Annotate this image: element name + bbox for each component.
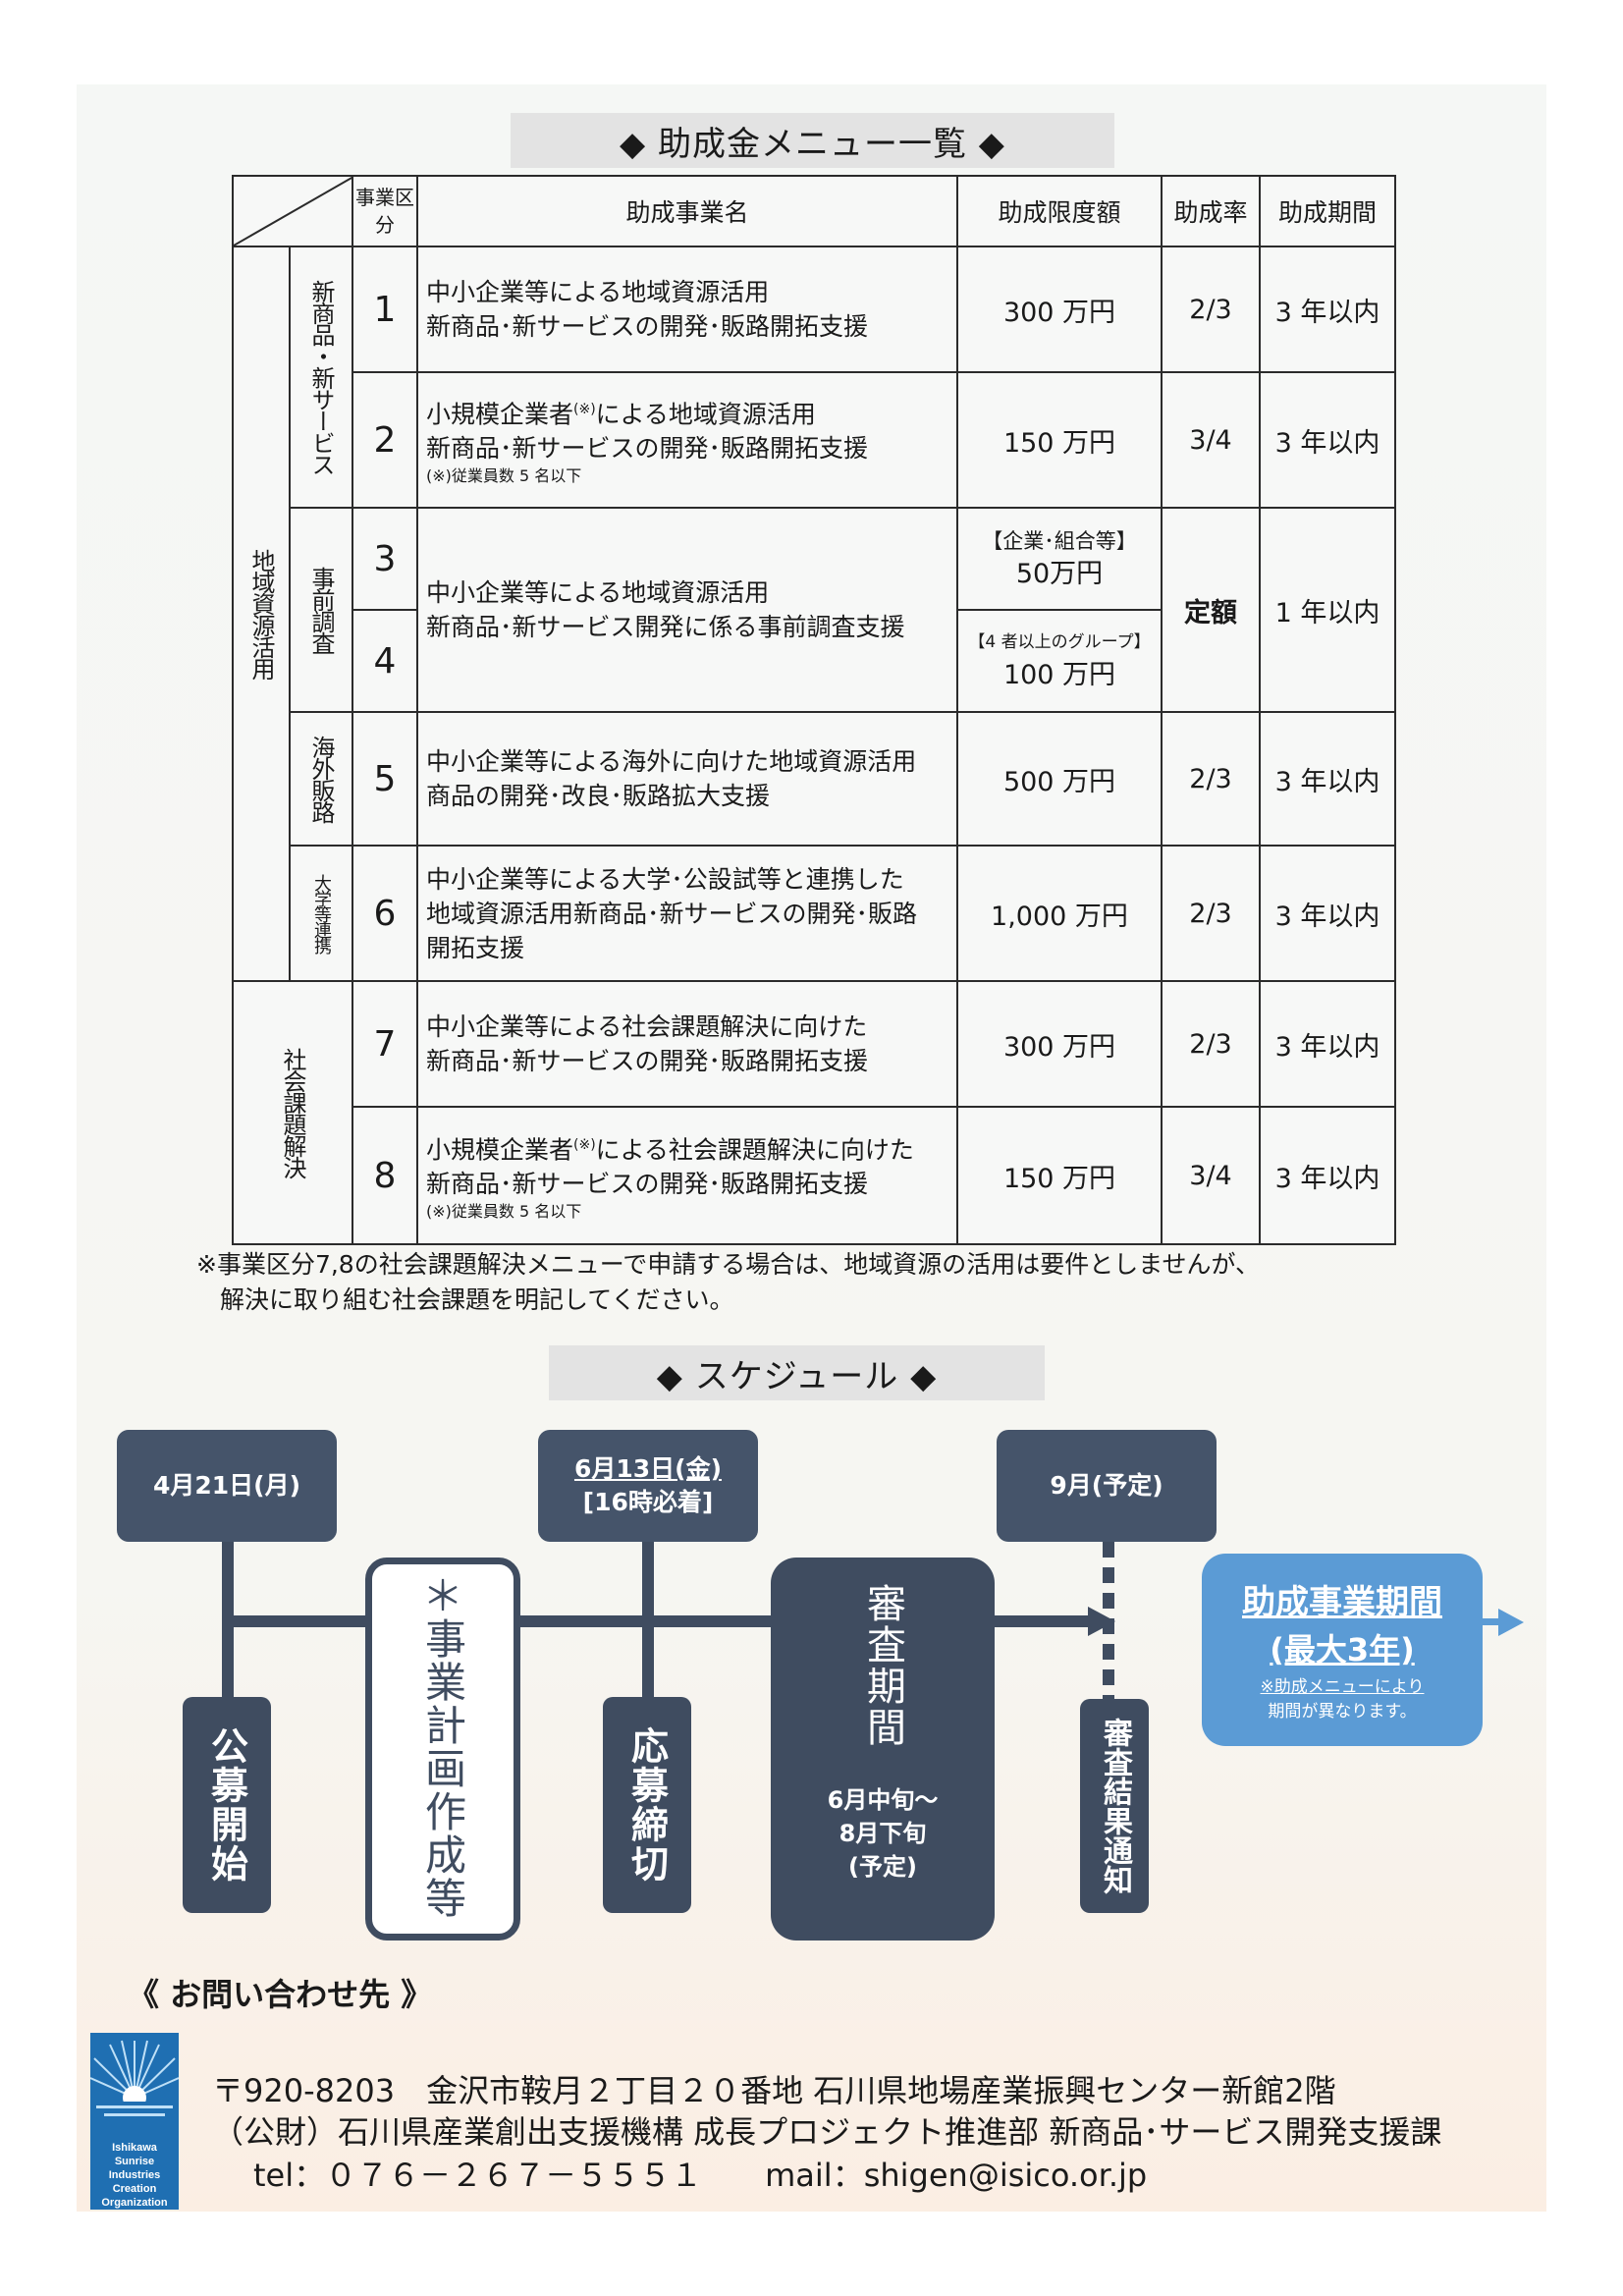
subgroup-daigaku: 大学等連携 — [289, 845, 353, 982]
row-period: 3 年以内 — [1259, 980, 1396, 1108]
phase-deadline: 応募締切 — [603, 1697, 691, 1913]
table-row: 大学等連携 6 中小企業等による大学･公設試等と連携した地域資源活用新商品･新サ… — [233, 845, 1396, 982]
row-rate: 3/4 — [1161, 371, 1261, 509]
row-number: 7 — [352, 980, 418, 1108]
row-rate: 2/3 — [1161, 246, 1261, 373]
phase-review: 審査期間 6月中旬～ 8月下旬 (予定) — [771, 1558, 995, 1941]
row-period: 3 年以内 — [1259, 246, 1396, 373]
row-name: 中小企業等による大学･公設試等と連携した地域資源活用新商品･新サービスの開発･販… — [416, 845, 958, 982]
schedule-title: ◆ スケジュール ◆ — [549, 1345, 1045, 1400]
connector-deadline — [642, 1542, 654, 1699]
phase-plan: ＊ 事業計画作成等 — [365, 1558, 520, 1941]
row-rate: 2/3 — [1161, 845, 1261, 982]
row-name: 中小企業等による地域資源活用新商品･新サービス開発に係る事前調査支援 — [416, 507, 958, 713]
header-category: 事業区分 — [352, 175, 418, 247]
row-name: 中小企業等による社会課題解決に向けた新商品･新サービスの開発･販路開拓支援 — [416, 980, 958, 1108]
date-start: 4月21日(月) — [117, 1430, 337, 1542]
table-row: 8 小規模企業者(※)による社会課題解決に向けた新商品･新サービスの開発･販路開… — [233, 1106, 1396, 1245]
contact-org: （公財）石川県産業創出支援機構 成長プロジェクト推進部 新商品･サービス開発支援… — [212, 2113, 1442, 2151]
timeline-arrowhead — [1088, 1607, 1115, 1636]
header-period: 助成期間 — [1259, 175, 1396, 247]
table-row: 海外販路 5 中小企業等による海外に向けた地域資源活用商品の開発･改良･販路拡大… — [233, 711, 1396, 847]
table-row: 2 小規模企業者(※)による地域資源活用新商品･新サービスの開発･販路開拓支援(… — [233, 371, 1396, 509]
phase-start: 公募開始 — [183, 1697, 271, 1913]
grant-period-arrow — [1483, 1618, 1500, 1625]
row-amount: 300 万円 — [956, 246, 1163, 373]
row-amount: 150 万円 — [956, 1106, 1163, 1245]
group-chiiki: 地域資源活用 — [232, 246, 291, 982]
grant-menu-table: 事業区分 助成事業名 助成限度額 助成率 助成期間 地域資源活用 新商品・新サー… — [232, 175, 1396, 1245]
row-amount: 1,000 万円 — [956, 845, 1163, 982]
row-number: 8 — [352, 1106, 418, 1245]
row-amount: 500 万円 — [956, 711, 1163, 847]
grant-period-box: 助成事業期間 (最大3年) ※助成メニューにより 期間が異なります。 — [1202, 1554, 1483, 1746]
header-name: 助成事業名 — [416, 175, 958, 247]
row-amount: 【企業･組合等】50万円 — [956, 507, 1163, 610]
row-period: 3 年以内 — [1259, 711, 1396, 847]
row-rate: 2/3 — [1161, 711, 1261, 847]
table-footnote: ※事業区分7,8の社会課題解決メニューで申請する場合は、地域資源の活用は要件とし… — [196, 1250, 1260, 1314]
header-diagonal — [234, 177, 353, 246]
isico-logo: Ishikawa Sunrise Industries Creation Org… — [90, 2033, 179, 2210]
connector-start — [222, 1542, 234, 1699]
table-row: 4 【4 者以上のグループ】100 万円 — [233, 609, 1395, 713]
header-corner — [232, 175, 353, 247]
contact-address: 〒920-8203 金沢市鞍月２丁目２０番地 石川県地場産業振興センター新館2階 — [212, 2072, 1336, 2109]
header-limit: 助成限度額 — [956, 175, 1163, 247]
row-number: 2 — [352, 371, 418, 509]
phase-result: 審査結果通知 — [1080, 1699, 1149, 1913]
row-number: 3 — [352, 507, 418, 611]
date-deadline: 6月13日(金) [16時必着] — [538, 1430, 758, 1542]
row-period: 3 年以内 — [1259, 845, 1396, 982]
menu-title: ◆ 助成金メニュー一覧 ◆ — [511, 113, 1114, 168]
grant-period-arrowhead — [1498, 1609, 1524, 1636]
subgroup-jizen: 事前調査 — [289, 507, 353, 713]
row-number: 4 — [352, 609, 418, 713]
row-name: 中小企業等による地域資源活用新商品･新サービスの開発･販路開拓支援 — [416, 246, 958, 373]
row-amount: 300 万円 — [956, 980, 1163, 1108]
table-row: 事前調査 3 中小企業等による地域資源活用新商品･新サービス開発に係る事前調査支… — [233, 507, 1396, 713]
contact-title: 《 お問い合わせ先 》 — [128, 1976, 433, 2013]
subgroup-shinshohin: 新商品・新サービス — [289, 246, 353, 509]
row-number: 1 — [352, 246, 418, 373]
row-amount: 【4 者以上のグループ】100 万円 — [956, 609, 1163, 713]
row-period: 1 年以内 — [1259, 507, 1396, 713]
row-amount: 150 万円 — [956, 371, 1163, 509]
row-number: 6 — [352, 845, 418, 982]
row-rate: 定額 — [1161, 507, 1261, 713]
subgroup-kaigai: 海外販路 — [289, 711, 353, 847]
row-name: 小規模企業者(※)による社会課題解決に向けた新商品･新サービスの開発･販路開拓支… — [416, 1106, 958, 1245]
table-row: 社会課題解決 7 中小企業等による社会課題解決に向けた新商品･新サービスの開発･… — [232, 980, 1396, 1245]
contact-tel-mail: tel：０７６－２６７－５５５１ mail：shigen@isico.or.jp — [253, 2157, 1148, 2194]
group-shakai: 社会課題解決 — [232, 980, 353, 1245]
sunrise-icon — [90, 2033, 179, 2141]
row-rate: 3/4 — [1161, 1106, 1261, 1245]
date-result: 9月(予定) — [997, 1430, 1217, 1542]
header-rate: 助成率 — [1161, 175, 1261, 247]
row-name: 小規模企業者(※)による地域資源活用新商品･新サービスの開発･販路開拓支援(※)… — [416, 371, 958, 509]
row-period: 3 年以内 — [1259, 1106, 1396, 1245]
row-name: 中小企業等による海外に向けた地域資源活用商品の開発･改良･販路拡大支援 — [416, 711, 958, 847]
connector-result-dashed — [1103, 1542, 1114, 1699]
row-rate: 2/3 — [1161, 980, 1261, 1108]
table-row: 地域資源活用 新商品・新サービス 1 中小企業等による地域資源活用新商品･新サー… — [232, 246, 1396, 982]
row-number: 5 — [352, 711, 418, 847]
row-period: 3 年以内 — [1259, 371, 1396, 509]
